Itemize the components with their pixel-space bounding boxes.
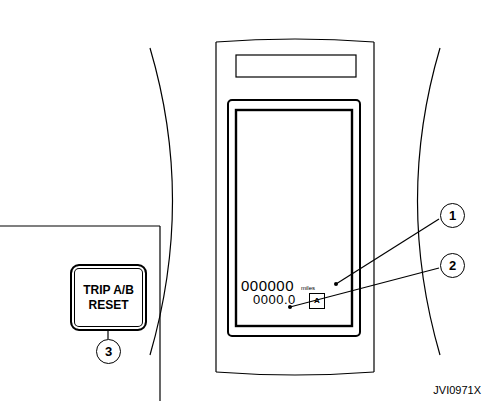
node-text: TRIP A/B RESET [76,283,141,313]
node-text: 2 [449,258,456,273]
figure-code: JVI0971X [433,385,481,396]
callout-number: 3 [96,339,121,364]
node-text: 3 [105,344,112,359]
reset-button: TRIP A/B RESET [70,264,147,331]
node-text: A [314,297,320,305]
display-frame [228,100,360,336]
cluster-right-edge [373,42,374,372]
cluster-top-edge [216,39,374,42]
unit-text: miles [301,285,315,291]
inset-border [159,226,160,401]
display-screen [236,110,352,326]
inset-border [0,225,160,226]
cluster-bottom-edge [216,372,374,375]
tripmeter-reading: 0000.0 [253,293,296,306]
right-gauge-arc [418,48,441,355]
left-gauge-arc [150,48,173,355]
odometer-reading: 000000 [241,278,294,293]
node-text: 1 [449,208,456,223]
leader-line [107,331,108,339]
callout-number: 2 [440,253,465,278]
trip-indicator: A [309,293,325,309]
cluster-left-edge [215,42,216,372]
leader-line [336,219,439,284]
callout-number: 1 [440,203,465,228]
upper-display-window [236,55,356,77]
leader-dot [334,282,338,286]
leader-line [290,268,439,307]
